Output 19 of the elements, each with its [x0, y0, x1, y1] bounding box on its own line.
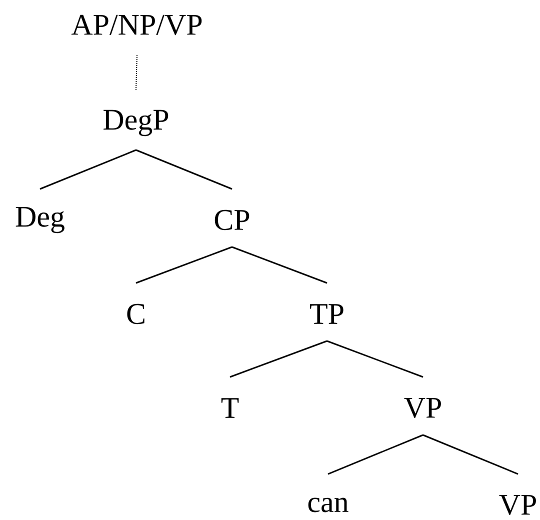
- branch-line: [328, 434, 424, 475]
- branch-line: [136, 149, 232, 190]
- dotted-line: [136, 54, 138, 90]
- tree-label: TP: [310, 304, 344, 324]
- branch-line: [326, 340, 424, 378]
- tree-label: T: [221, 398, 239, 418]
- branch-line: [136, 246, 232, 284]
- branch-line: [232, 246, 328, 284]
- tree-label: AP/NP/VP: [71, 14, 202, 36]
- tree-label: VP: [404, 398, 441, 418]
- tree-label: can: [308, 498, 348, 512]
- branch-line: [40, 149, 136, 190]
- tree-label: VP: [499, 494, 536, 516]
- tree-label: C: [127, 304, 144, 324]
- branch-line: [422, 434, 518, 475]
- tree-label: DegP: [104, 110, 168, 136]
- branch-line: [230, 340, 328, 378]
- tree-label: Deg: [16, 206, 64, 234]
- tree-label: CP: [214, 210, 250, 230]
